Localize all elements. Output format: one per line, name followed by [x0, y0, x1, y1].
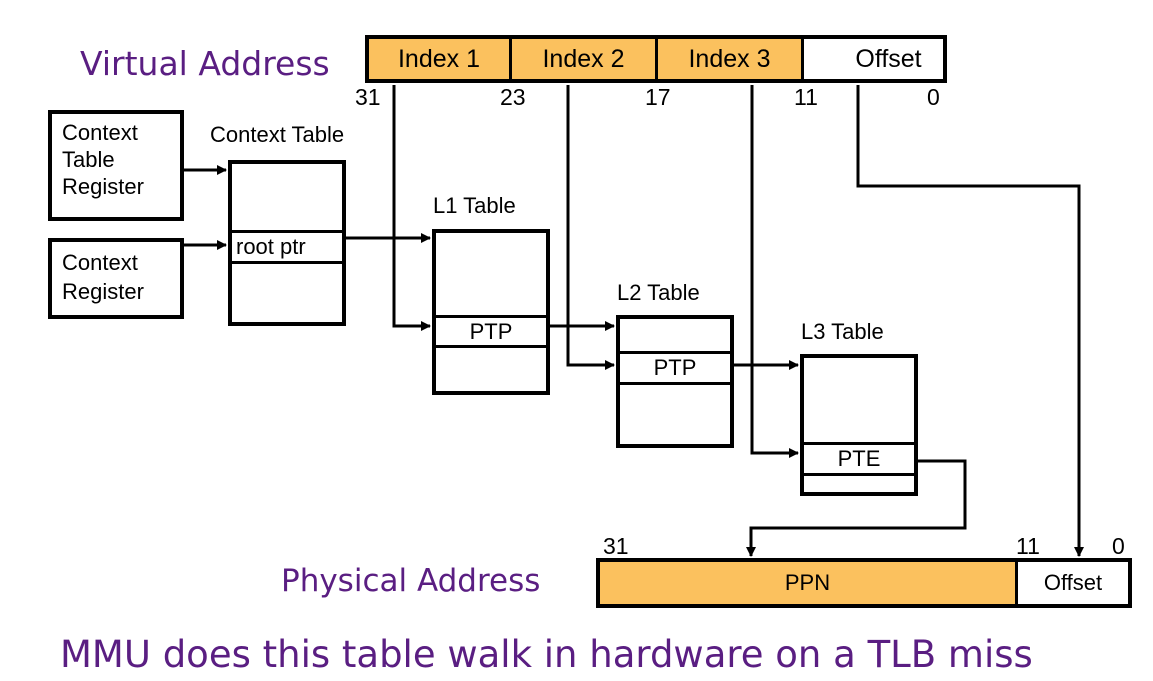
physical-address-label: Physical Address: [281, 563, 541, 599]
caption: MMU does this table walk in hardware on …: [60, 633, 1033, 676]
context-register-box: Context Register: [48, 238, 184, 319]
va-index3-field: Index 3: [658, 39, 804, 79]
index3-wire: [750, 85, 799, 458]
l2-table-entry: PTP: [620, 351, 730, 385]
context-table-entry: root ptr: [232, 230, 342, 264]
l2-table: PTP: [616, 315, 734, 448]
l3-table: PTE: [800, 354, 918, 496]
physical-address-register: PPN Offset: [596, 558, 1132, 608]
index2-wire: [566, 85, 615, 370]
va-bit-23: 23: [500, 84, 526, 110]
pa-bit-11: 11: [1016, 533, 1040, 559]
l1-table: PTP: [432, 229, 550, 395]
context-table: root ptr: [228, 160, 346, 326]
l2-table-title: L2 Table: [617, 280, 700, 305]
va-bit-0: 0: [927, 84, 940, 110]
pa-offset-field: Offset: [1018, 562, 1128, 604]
virtual-address-label: Virtual Address: [80, 44, 330, 83]
pa-ppn-field: PPN: [600, 562, 1018, 604]
index1-wire: [392, 85, 431, 331]
virtual-address-register: Index 1 Index 2 Index 3 Offset: [365, 35, 947, 83]
pte-to-ppn-wire: [746, 459, 967, 557]
context-table-register-box: Context Table Register: [48, 110, 184, 221]
l1-table-title: L1 Table: [433, 193, 516, 218]
va-bit-31: 31: [355, 84, 381, 110]
va-bit-11: 11: [794, 84, 818, 110]
context-table-title: Context Table: [210, 122, 345, 147]
l3-table-title: L3 Table: [801, 319, 884, 344]
va-offset-field: Offset: [804, 39, 943, 79]
l3-table-entry: PTE: [804, 442, 914, 476]
va-index1-field: Index 1: [369, 39, 512, 79]
pa-bit-31: 31: [603, 533, 629, 559]
context-register-label: Context Register: [62, 250, 144, 304]
l1-table-entry: PTP: [436, 315, 546, 348]
context-table-register-label: Context Table Register: [62, 120, 144, 199]
va-bit-17: 17: [645, 84, 671, 110]
pa-bit-0: 0: [1112, 533, 1125, 559]
va-index2-field: Index 2: [512, 39, 658, 79]
offset-wire: [856, 85, 1084, 557]
